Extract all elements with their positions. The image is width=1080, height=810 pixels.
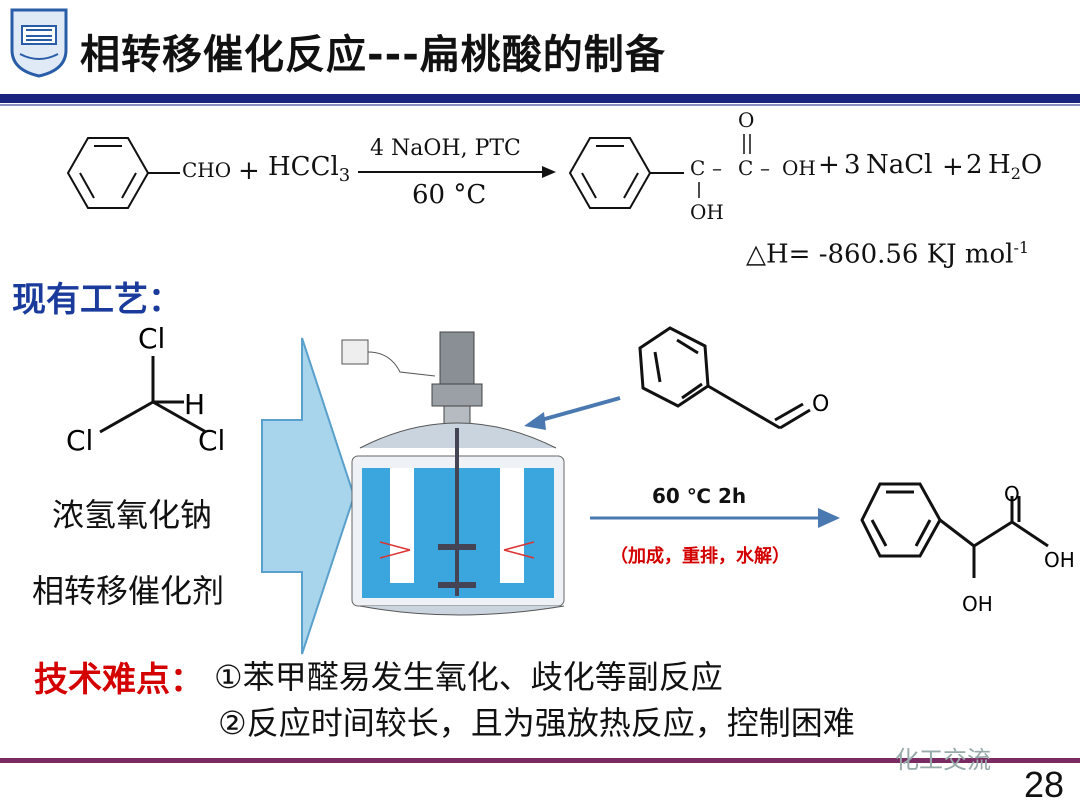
chloroform-text: HCCl: [268, 152, 339, 182]
nacl-coefficient: 3: [844, 150, 861, 180]
watermark: 化工交流: [895, 746, 991, 774]
product-carbonyl-oxygen: O: [1004, 482, 1020, 506]
university-logo: [10, 8, 68, 78]
reaction-arrow: [358, 166, 556, 178]
water-h: H: [988, 150, 1011, 180]
product-dash-1: –: [712, 156, 722, 180]
chloroform-cl-left: Cl: [66, 424, 94, 457]
process-conditions: 60 ℃ 2h: [652, 484, 747, 508]
plus-sign-2: +: [818, 150, 840, 180]
product-carbon-2: C: [738, 156, 754, 180]
current-process-heading: 现有工艺：: [12, 280, 182, 320]
enthalpy-exponent: -1: [1013, 238, 1030, 257]
product-alcohol-oh: OH: [962, 592, 993, 616]
feed-arrow-icon: [261, 337, 356, 655]
product-acid-oh: OH: [1044, 548, 1075, 572]
reagent-naoh: 浓氢氧化钠: [52, 496, 213, 534]
mandelic-acid-ring: [568, 137, 684, 209]
chloroform-formula: HCCl3: [268, 152, 350, 186]
chloroform-bonds: [99, 356, 207, 434]
hydroxyl-bond: [698, 182, 700, 198]
product-oh-end: OH: [782, 156, 816, 180]
difficulty-item-1: ①苯甲醛易发生氧化、歧化等副反应: [214, 658, 723, 696]
benzaldehyde-oxygen: O: [812, 392, 830, 417]
water-o: O: [1020, 150, 1043, 180]
process-arrow: [590, 508, 840, 528]
plus-sign: +: [238, 156, 260, 186]
title-rule-thin: [0, 104, 1080, 106]
water-subscript: 2: [1010, 164, 1021, 184]
water-coefficient: 2: [966, 150, 983, 180]
reaction-conditions-top: 4 NaOH, PTC: [370, 136, 521, 161]
title-rule: [0, 94, 1080, 103]
reaction-conditions-bottom: 60 °C: [412, 180, 487, 210]
product-dash-2: –: [760, 156, 770, 180]
product-hydroxyl: OH: [690, 200, 724, 224]
difficulty-item-2: ②反应时间较长，且为强放热反应，控制困难: [218, 704, 855, 742]
cho-group: CHO: [182, 158, 232, 182]
footer-rule: [0, 758, 1080, 763]
difficulties-heading: 技术难点：: [34, 660, 204, 700]
reactor-vessel-icon: [341, 331, 565, 616]
enthalpy-text: △H= -860.56: [746, 239, 919, 270]
page-number: 28: [1023, 764, 1064, 805]
product-carbonyl-o: O: [738, 108, 755, 132]
reagent-ptc: 相转移催化剂: [32, 572, 225, 610]
benzaldehyde-feed-structure: [524, 326, 811, 430]
product-carbon-1: C: [690, 156, 706, 180]
chloroform-subscript: 3: [338, 165, 351, 187]
plus-sign-3: +: [942, 152, 964, 182]
enthalpy-value: △H= -860.56 KJ mol-1: [746, 238, 1029, 270]
chloroform-cl-top: Cl: [138, 322, 166, 355]
water-formula: H2O: [988, 150, 1042, 183]
enthalpy-unit: KJ mol: [926, 239, 1014, 270]
process-steps: （加成，重排，水解）: [610, 546, 790, 567]
benzaldehyde-structure: [66, 137, 180, 209]
mandelic-acid-structure: [860, 482, 1049, 578]
slide-title: 相转移催化反应---扁桃酸的制备: [80, 32, 666, 78]
nacl: NaCl: [866, 150, 933, 180]
chloroform-h: H: [184, 388, 206, 421]
carbonyl-double-bond: [743, 134, 751, 154]
